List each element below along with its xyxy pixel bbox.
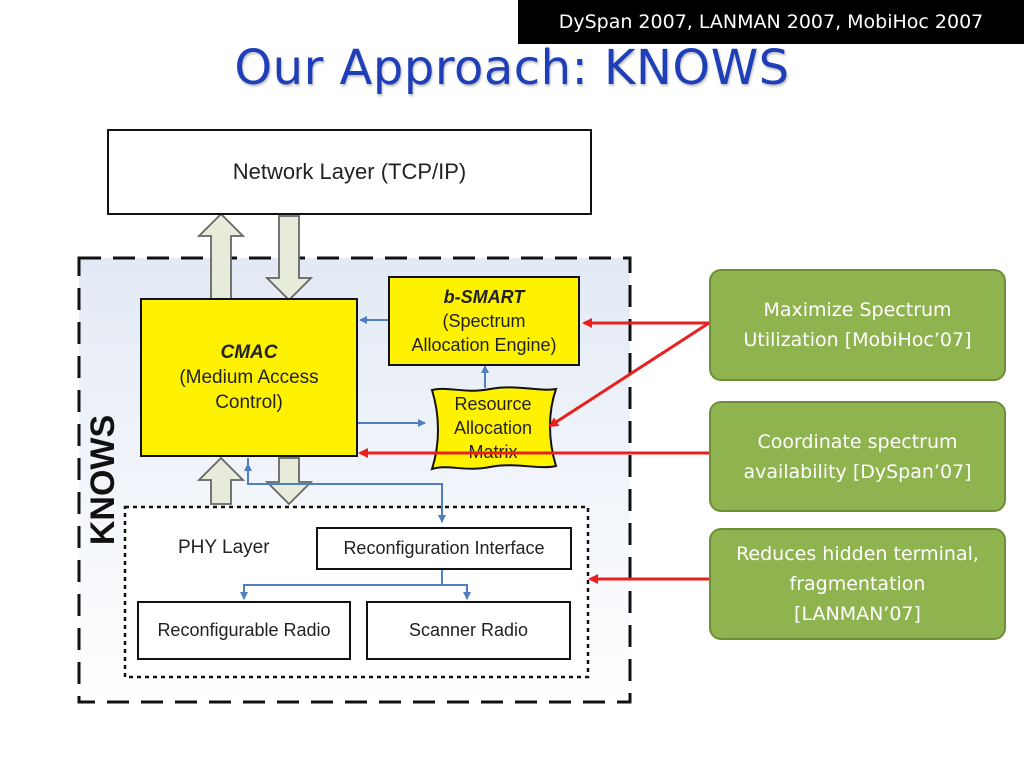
phy-layer-label: PHY Layer <box>178 537 270 558</box>
reconfiguration-interface-label: Reconfiguration Interface <box>343 538 545 558</box>
resource-allocation-matrix-shape <box>430 386 558 471</box>
ram-line2: Allocation <box>454 418 532 438</box>
cmac-line2: Control) <box>215 392 283 413</box>
slide-title: Our Approach: KNOWS <box>234 40 790 96</box>
venues-banner: DySpan 2007, LANMAN 2007, MobiHoc 2007 <box>518 0 1024 44</box>
reconfigurable-radio-box: Reconfigurable Radio <box>137 601 351 660</box>
callout-1-line1: Maximize Spectrum <box>763 299 952 321</box>
callout-1-line2: Utilization [MobiHoc’07] <box>743 329 972 351</box>
callout-3-line3: [LANMAN’07] <box>794 603 921 625</box>
bsmart-line2: Allocation Engine) <box>411 335 557 355</box>
reconfigurable-radio-label: Reconfigurable Radio <box>157 620 331 640</box>
cmac-line1: (Medium Access <box>179 367 319 388</box>
network-layer-box: Network Layer (TCP/IP) <box>107 129 592 215</box>
callout-hidden-terminal: Reduces hidden terminal, fragmentation [… <box>709 528 1006 640</box>
bsmart-title: b-SMART <box>443 287 525 307</box>
network-layer-label: Network Layer (TCP/IP) <box>232 159 467 184</box>
venues-text: DySpan 2007, LANMAN 2007, MobiHoc 2007 <box>558 11 984 33</box>
callout-coordinate-spectrum: Coordinate spectrum availability [DySpan… <box>709 401 1006 512</box>
scanner-radio-label: Scanner Radio <box>408 620 529 640</box>
scanner-radio-box: Scanner Radio <box>366 601 571 660</box>
callout-2-line2: availability [DySpan’07] <box>743 460 972 483</box>
ram-line1: Resource <box>454 394 531 414</box>
knows-label: KNOWS <box>84 415 122 545</box>
callout-2-line1: Coordinate spectrum <box>757 430 958 453</box>
connector-reconfig-to-radios <box>240 570 443 600</box>
hollow-arrow-up-phy <box>196 456 246 505</box>
callout-maximize-spectrum: Maximize Spectrum Utilization [MobiHoc’0… <box>709 269 1006 381</box>
bsmart-line1: (Spectrum <box>442 311 526 331</box>
hollow-arrow-down-network <box>264 215 314 302</box>
reconfiguration-interface-box: Reconfiguration Interface <box>316 527 572 570</box>
connector-reconfig-to-scanner <box>442 584 471 600</box>
cmac-title: CMAC <box>220 342 278 363</box>
hollow-arrow-down-phy <box>264 457 314 506</box>
bsmart-box: b-SMART (Spectrum Allocation Engine) <box>388 276 580 366</box>
callout-3-line1: Reduces hidden terminal, <box>736 543 979 565</box>
hollow-arrow-up-network <box>196 212 246 301</box>
cmac-box: CMAC (Medium Access Control) <box>140 298 358 457</box>
red-arrow-to-ram <box>548 321 710 428</box>
callout-3-line2: fragmentation <box>789 573 926 595</box>
